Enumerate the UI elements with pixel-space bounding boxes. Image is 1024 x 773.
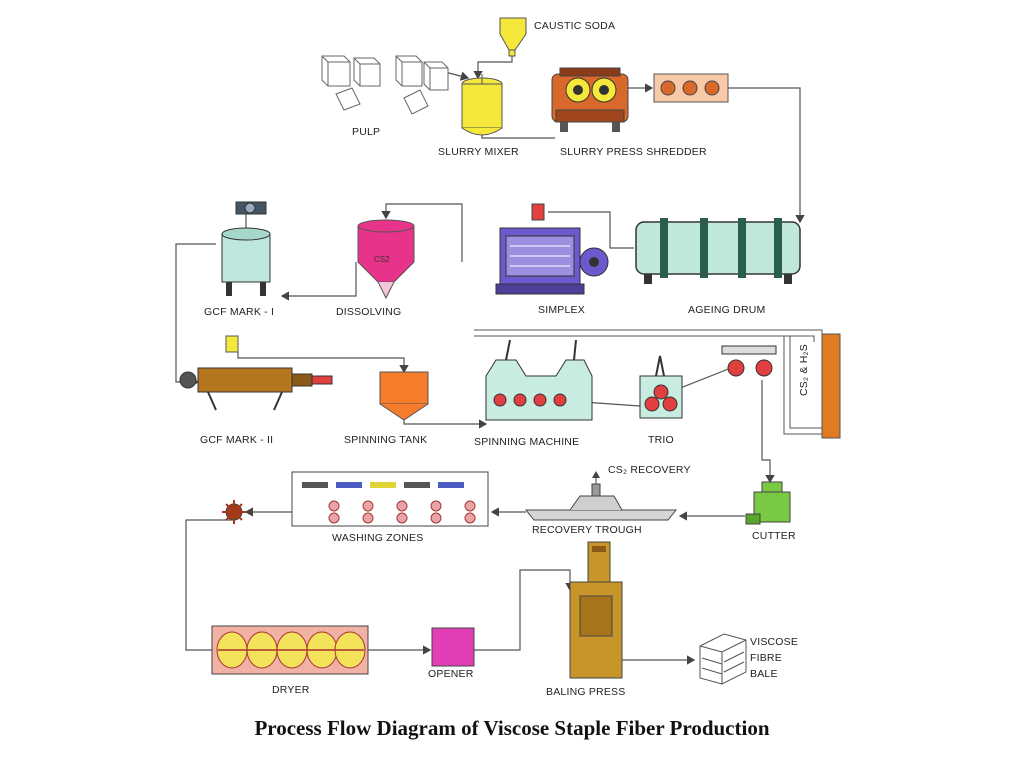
label-recovery-trough: RECOVERY TROUGH — [532, 524, 642, 536]
flow-rollers-to-cutter — [761, 380, 775, 484]
label-simplex: SIMPLEX — [538, 304, 585, 316]
label-caustic-soda: CAUSTIC SODA — [534, 20, 616, 32]
flow-dissolving-to-gcf1 — [280, 262, 357, 301]
shredder-machine — [653, 73, 729, 103]
vent-duct-right-inner — [783, 336, 822, 435]
vent-duct-bottom — [474, 335, 815, 342]
caustic-soda-hopper — [499, 17, 527, 57]
label-ageing-drum: AGEING DRUM — [688, 304, 766, 316]
pulp-cubes — [321, 55, 449, 115]
ageing-drum-vessel — [635, 218, 801, 284]
flow-tank-to-machine — [403, 418, 488, 429]
label-gcf-mark-1: GCF MARK - I — [204, 306, 275, 318]
label-slurry-mixer: SLURRY MIXER — [438, 146, 519, 158]
label-spinning-tank: SPINNING TANK — [344, 434, 428, 446]
flow-star-to-dryer — [185, 519, 234, 651]
label-viscose-line2: FIBRE — [750, 652, 782, 664]
flow-shredder-to-ageing — [728, 87, 805, 224]
vent-duct-right — [789, 336, 822, 429]
flow-pulp-to-mixer — [444, 71, 470, 81]
label-opener: OPENER — [428, 668, 474, 680]
washing-zones — [291, 471, 489, 527]
flow-opener-to-baling — [474, 569, 575, 651]
label-gcf-mark-2: GCF MARK - II — [200, 434, 274, 446]
label-slurry-press-shredder: SLURRY PRESS SHREDDER — [560, 146, 707, 158]
trio-machine — [639, 355, 683, 419]
washing-rollers — [328, 500, 476, 524]
simplex-machine — [495, 203, 609, 295]
gcf-mark-2-machine — [179, 335, 333, 411]
viscose-fibre-bale — [699, 633, 747, 685]
spiked-wheel — [222, 500, 246, 524]
draw-rollers — [721, 345, 777, 377]
label-cutter: CUTTER — [752, 530, 796, 542]
dissolving-tank-text: CS2 — [374, 255, 390, 264]
label-washing-zones: WASHING ZONES — [332, 532, 424, 544]
flow-caustic-to-mixer — [473, 55, 513, 80]
recovery-trough — [524, 471, 678, 521]
label-baling-press: BALING PRESS — [546, 686, 626, 698]
dryer-machine — [211, 625, 369, 675]
cutter-machine — [745, 481, 791, 525]
baling-press-machine — [569, 541, 623, 679]
slurry-mixer-vessel — [461, 74, 503, 136]
washing-tops — [302, 482, 464, 488]
label-dryer: DRYER — [272, 684, 310, 696]
label-gas-vent: CS₂ & H₂S — [798, 344, 810, 396]
label-viscose-line3: BALE — [750, 668, 778, 680]
vent-stack — [821, 333, 841, 439]
label-spinning-machine: SPINNING MACHINE — [474, 436, 580, 448]
slurry-press-machine — [551, 67, 629, 132]
label-trio: TRIO — [648, 434, 674, 446]
gcf-mark-1-vessel — [221, 201, 271, 296]
flow-mixer-to-press — [481, 134, 555, 139]
flow-simplex-to-dissolving — [381, 203, 463, 262]
dissolving-tank: CS2 — [357, 219, 415, 300]
flow-ageing-to-simplex — [548, 211, 634, 249]
label-cs2-recovery: CS₂ RECOVERY — [608, 464, 691, 476]
flow-gcf2-to-spinning-tank — [237, 352, 409, 374]
spinning-machine — [485, 339, 593, 421]
diagram-caption: Process Flow Diagram of Viscose Staple F… — [254, 716, 770, 740]
label-pulp: PULP — [352, 126, 381, 138]
label-viscose-line1: VISCOSE — [750, 636, 799, 648]
opener-machine — [431, 627, 475, 667]
label-dissolving: DISSOLVING — [336, 306, 402, 318]
spinning-tank-vessel — [379, 371, 429, 421]
